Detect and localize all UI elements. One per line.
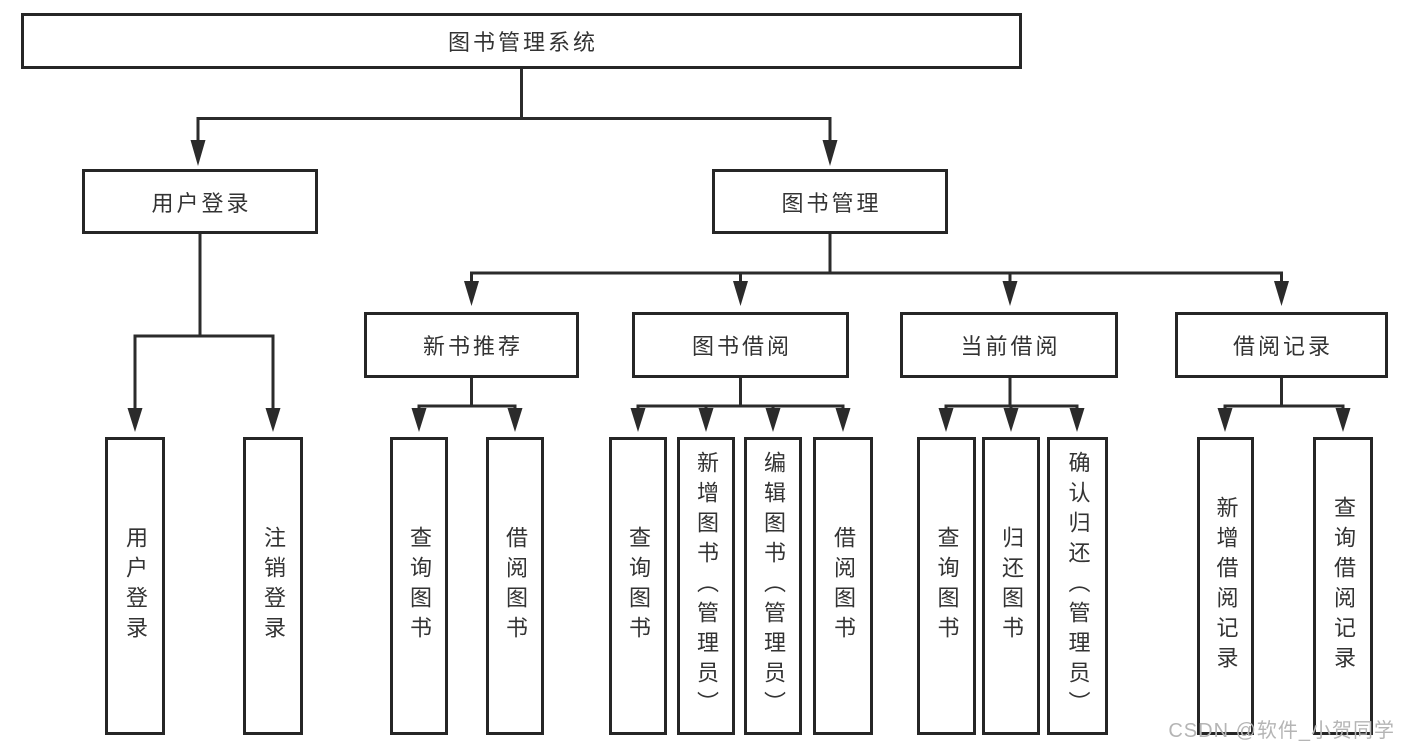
leaf-cb-query-books: 查询图书 [917, 437, 976, 735]
node-user-login: 用户登录 [82, 169, 318, 234]
leaf-user-login: 用户登录 [105, 437, 165, 735]
node-borrowing-records-label: 借阅记录 [1232, 334, 1333, 359]
node-book-borrowing: 图书借阅 [632, 312, 849, 378]
arrowheads [127, 140, 1351, 432]
leaf-nb-borrow-books: 借阅图书 [486, 437, 544, 735]
leaf-logout: 注销登录 [243, 437, 303, 735]
leaf-nb-borrow-books-label: 借阅图书 [503, 526, 528, 646]
leaf-br-query-borrow-record-label: 查询借阅记录 [1331, 496, 1356, 676]
csdn-watermark: CSDN @软件_小贺同学 [1168, 720, 1395, 742]
leaf-bb-borrow-books: 借阅图书 [813, 437, 873, 735]
leaf-logout-label: 注销登录 [261, 526, 286, 646]
leaf-cb-confirm-return-admin-label: 确认归还（管理员） [1065, 451, 1091, 721]
node-user-login-label: 用户登录 [151, 190, 252, 216]
leaf-bb-edit-books-admin-label: 编辑图书（管理员） [761, 451, 786, 721]
leaf-cb-return-books: 归还图书 [982, 437, 1040, 735]
leaf-bb-query-books-label: 查询图书 [626, 526, 651, 646]
leaf-br-add-borrow-record: 新增借阅记录 [1197, 437, 1254, 735]
node-library-system-label: 图书管理系统 [447, 30, 598, 55]
node-book-borrowing-label: 图书借阅 [691, 334, 792, 359]
leaf-cb-confirm-return-admin: 确认归还（管理员） [1047, 437, 1108, 735]
leaf-cb-query-books-label: 查询图书 [934, 526, 960, 646]
node-library-system: 图书管理系统 [21, 13, 1022, 69]
leaf-bb-borrow-books-label: 借阅图书 [831, 526, 856, 646]
leaf-cb-return-books-label: 归还图书 [999, 526, 1024, 646]
node-book-management: 图书管理 [712, 169, 948, 234]
leaf-nb-query-books-label: 查询图书 [407, 526, 432, 646]
leaf-br-add-borrow-record-label: 新增借阅记录 [1213, 496, 1239, 676]
leaf-bb-query-books: 查询图书 [609, 437, 667, 735]
leaf-bb-edit-books-admin: 编辑图书（管理员） [744, 437, 802, 735]
node-new-book-recommendation: 新书推荐 [364, 312, 579, 378]
node-current-borrowing-label: 当前借阅 [960, 334, 1061, 359]
node-current-borrowing: 当前借阅 [900, 312, 1118, 378]
leaf-br-query-borrow-record: 查询借阅记录 [1313, 437, 1373, 735]
node-borrowing-records: 借阅记录 [1175, 312, 1388, 378]
leaf-user-login-label: 用户登录 [123, 526, 148, 646]
node-book-management-label: 图书管理 [781, 190, 882, 216]
node-new-book-recommendation-label: 新书推荐 [422, 334, 523, 359]
leaf-bb-add-books-admin: 新增图书（管理员） [677, 437, 735, 735]
leaf-bb-add-books-admin-label: 新增图书（管理员） [694, 451, 719, 721]
leaf-nb-query-books: 查询图书 [390, 437, 448, 735]
